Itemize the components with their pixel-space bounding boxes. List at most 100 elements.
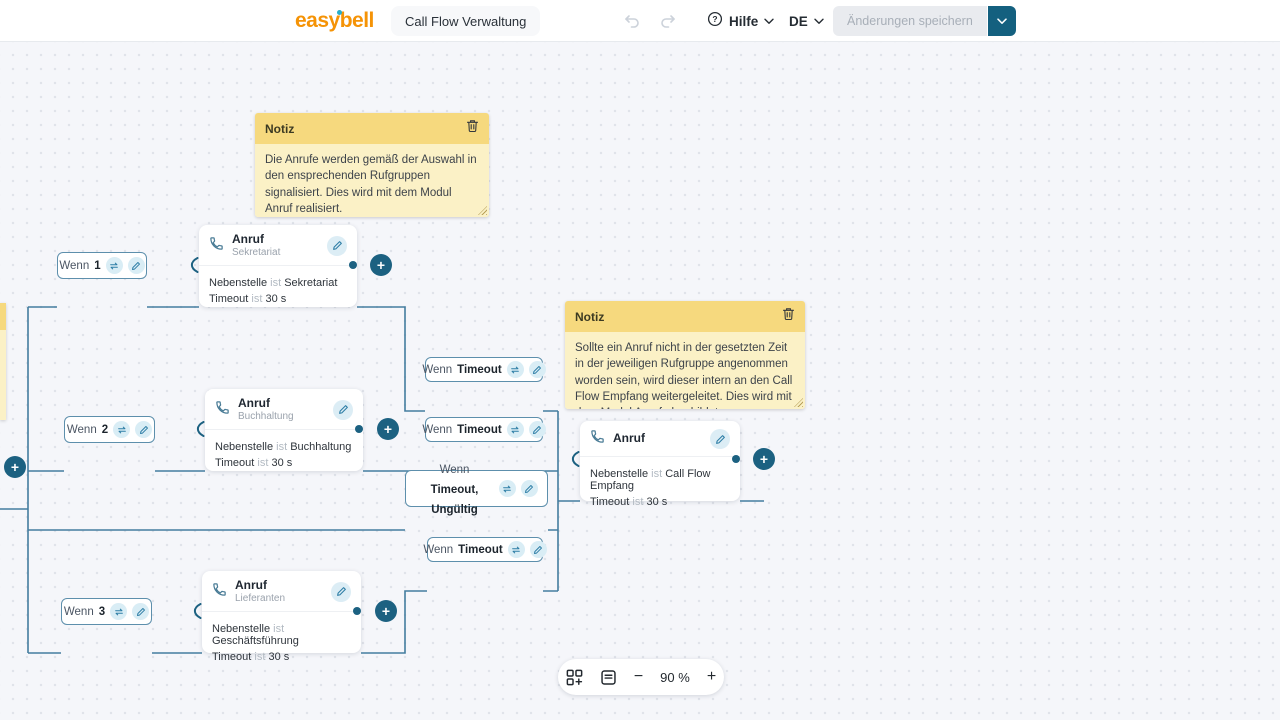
condition-node-timeout-2[interactable]: Wenn Timeout (422, 417, 546, 442)
language-label: DE (789, 13, 808, 29)
sticky-note[interactable]: Notiz Die Anrufe werden gemäß der Auswah… (255, 113, 489, 217)
call-subtitle: Sekretariat (232, 246, 281, 258)
sticky-note-header: Notiz (565, 301, 805, 332)
call-node-empfang[interactable]: Anruf Nebenstelle ist Call Flow Empfang … (580, 421, 740, 508)
edit-icon[interactable] (710, 429, 730, 449)
zoom-out-button[interactable]: − (633, 668, 644, 685)
condition-node-wenn-3[interactable]: Wenn 3 (61, 598, 152, 625)
edit-icon[interactable] (327, 235, 347, 256)
add-module-icon[interactable] (566, 669, 583, 686)
edit-icon[interactable] (528, 361, 546, 378)
call-param-row: Nebenstelle ist Sekretariat (209, 276, 338, 289)
condition-value: Timeout, Ungültig (430, 483, 479, 516)
output-handle[interactable] (349, 261, 357, 269)
save-button-group: Änderungen speichern (833, 6, 1016, 36)
save-button[interactable]: Änderungen speichern (833, 6, 987, 36)
undo-button[interactable] (622, 12, 640, 30)
add-node-button[interactable]: + (4, 456, 26, 478)
sticky-note-partial-body (0, 330, 6, 420)
condition-node-timeout-ungueltig[interactable]: Wenn Timeout, Ungültig (405, 464, 548, 516)
chevron-down-icon (764, 18, 774, 25)
sticky-note-partial[interactable] (0, 303, 6, 420)
call-param-row: Timeout ist 30 s (590, 496, 668, 508)
sticky-note-header: Notiz (255, 113, 489, 144)
call-node-lieferanten[interactable]: Anruf Lieferanten Nebenstelle ist Geschä… (202, 571, 361, 663)
help-label: Hilfe (729, 13, 759, 29)
call-title: Anruf (238, 396, 270, 410)
trash-icon[interactable] (466, 119, 479, 138)
redo-button[interactable] (660, 12, 678, 30)
input-handle[interactable] (194, 421, 205, 437)
call-param-row: Nebenstelle ist Call Flow Empfang (590, 468, 711, 492)
branch-icon[interactable] (105, 257, 123, 274)
condition-value: 2 (101, 423, 109, 436)
branch-icon[interactable] (498, 480, 516, 497)
condition-node-wenn-1[interactable]: Wenn 1 (57, 252, 147, 279)
language-selector[interactable]: DE (789, 0, 824, 42)
call-subtitle: Buchhaltung (238, 410, 294, 422)
phone-icon (215, 400, 230, 420)
easybell-logo: easybell (295, 9, 374, 32)
condition-value: Timeout (457, 363, 502, 376)
condition-value: Timeout (457, 423, 502, 436)
phone-icon (212, 582, 227, 602)
add-node-button[interactable]: + (375, 600, 397, 622)
edit-icon[interactable] (528, 421, 546, 438)
trash-icon[interactable] (782, 307, 795, 326)
condition-node-wenn-2[interactable]: Wenn 2 (64, 416, 155, 443)
sticky-note-partial-header (0, 303, 6, 330)
condition-node-timeout-3[interactable]: Wenn Timeout (423, 537, 547, 562)
condition-value: Timeout (458, 543, 503, 556)
edit-icon[interactable] (333, 399, 353, 420)
note-resize-handle[interactable] (478, 206, 487, 215)
add-node-button[interactable]: + (370, 254, 392, 276)
help-icon: ? (707, 11, 723, 32)
call-param-row: Timeout ist 30 s (215, 456, 293, 469)
call-param-row: Timeout ist 30 s (209, 292, 287, 305)
input-handle[interactable] (191, 603, 202, 619)
branch-icon[interactable] (506, 421, 524, 438)
condition-value: 3 (98, 605, 106, 618)
note-text: Sollte ein Anruf nicht in der gesetzten … (565, 332, 805, 409)
call-subtitle: Lieferanten (235, 592, 286, 604)
add-node-button[interactable]: + (753, 448, 775, 470)
call-node-buchhaltung[interactable]: Anruf Buchhaltung Nebenstelle ist Buchha… (205, 389, 363, 471)
note-title: Notiz (265, 121, 295, 136)
edit-icon[interactable] (135, 421, 153, 438)
sticky-note[interactable]: Notiz Sollte ein Anruf nicht in der gese… (565, 301, 805, 409)
call-title: Anruf (613, 431, 645, 446)
condition-label: Wenn (63, 605, 94, 618)
edit-icon[interactable] (331, 581, 351, 602)
logo-dot (337, 10, 342, 15)
edit-icon[interactable] (127, 257, 145, 274)
branch-icon[interactable] (507, 541, 525, 558)
help-menu[interactable]: ? Hilfe (707, 0, 774, 42)
output-handle[interactable] (732, 455, 740, 463)
zoom-in-button[interactable]: + (706, 668, 717, 685)
edit-icon[interactable] (132, 603, 150, 620)
svg-text:?: ? (712, 14, 717, 24)
note-resize-handle[interactable] (794, 398, 803, 407)
canvas-toolbar: − 90 % + (558, 659, 724, 695)
call-title: Anruf (232, 232, 264, 246)
call-param-row: Nebenstelle ist Geschäftsführung (212, 622, 299, 647)
add-note-icon[interactable] (600, 669, 617, 686)
save-dropdown-button[interactable] (987, 6, 1016, 36)
edit-icon[interactable] (529, 541, 547, 558)
output-handle[interactable] (353, 607, 361, 615)
call-param-row: Nebenstelle ist Buchhaltung (215, 440, 352, 453)
note-text: Die Anrufe werden gemäß der Auswahl in d… (255, 144, 489, 217)
condition-label: Wenn (439, 463, 470, 476)
call-title: Anruf (235, 578, 267, 592)
call-node-sekretariat[interactable]: Anruf Sekretariat Nebenstelle ist Sekret… (199, 225, 357, 307)
condition-node-timeout-1[interactable]: Wenn Timeout (422, 357, 546, 382)
output-handle[interactable] (355, 425, 363, 433)
branch-icon[interactable] (506, 361, 524, 378)
condition-label: Wenn (66, 423, 97, 436)
branch-icon[interactable] (110, 603, 128, 620)
add-node-button[interactable]: + (377, 418, 399, 440)
edit-icon[interactable] (520, 480, 538, 497)
branch-icon[interactable] (113, 421, 131, 438)
input-handle[interactable] (569, 451, 580, 467)
input-handle[interactable] (188, 257, 199, 273)
